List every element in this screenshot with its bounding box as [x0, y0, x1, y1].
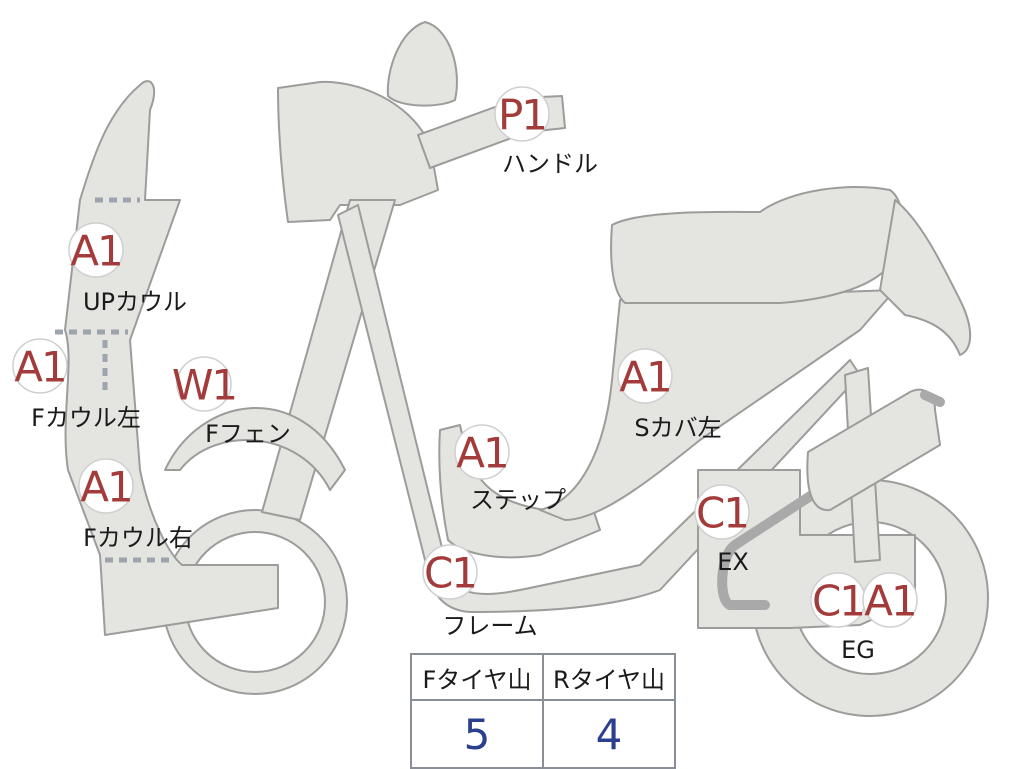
- rear-tire-value: 4: [542, 699, 676, 769]
- badge-circle: [78, 458, 134, 514]
- badge-circle: [176, 356, 232, 412]
- tail-cowl: [879, 199, 972, 356]
- badge-circle: [422, 544, 478, 600]
- badge-circle: [12, 338, 68, 394]
- part-label: フレーム: [442, 612, 537, 640]
- badge-step: A1 ステップ: [454, 424, 566, 514]
- badge-code: A1: [864, 577, 915, 626]
- badge-code: W1: [172, 361, 236, 410]
- front-tire-header: Fタイヤ山: [410, 653, 544, 701]
- muffler-tip: [920, 390, 945, 407]
- badge-circle: [617, 348, 673, 404]
- part-label: ハンドル: [502, 150, 598, 178]
- badge-circle: [862, 572, 918, 628]
- badge-code: A1: [619, 353, 670, 402]
- badge-code: C1: [424, 549, 476, 598]
- side-cover: [539, 289, 896, 521]
- part-label: Fカウル右: [83, 524, 193, 552]
- rear-tire-header: Rタイヤ山: [542, 653, 676, 701]
- windscreen: [386, 21, 458, 107]
- part-label: EX: [717, 548, 749, 576]
- damage-badges: A1UPカウルA1Fカウル左A1Fカウル右W1FフェンP1ハンドルA1ステップA…: [12, 86, 918, 664]
- badge-code: A1: [14, 343, 65, 392]
- badge-frame: C1 フレーム: [422, 544, 538, 640]
- headlight: [277, 80, 439, 223]
- tire-tread-table: Fタイヤ山 Rタイヤ山 5 4: [410, 653, 676, 769]
- badge-code: P1: [498, 91, 546, 140]
- part-label: Fカウル左: [31, 404, 141, 432]
- part-label: ステップ: [470, 486, 566, 514]
- exhaust-pipe: [717, 490, 817, 610]
- badge-code: A1: [456, 429, 507, 478]
- badge-code: A1: [70, 227, 121, 276]
- badge-code: C1: [696, 489, 748, 538]
- badge-circle: [454, 424, 510, 480]
- badge-handle: P1 ハンドル: [494, 86, 598, 178]
- part-label: Sカバ左: [634, 414, 721, 442]
- badge-code: A1: [80, 463, 131, 512]
- seat: [610, 185, 905, 304]
- badge-circle: [68, 222, 124, 278]
- part-label: UPカウル: [83, 288, 187, 316]
- front-fender: [164, 407, 346, 491]
- part-label: EG: [841, 636, 875, 664]
- badge-circle: [494, 86, 550, 142]
- badge-code: C1: [812, 577, 864, 626]
- badge-engine-a: A1: [862, 572, 918, 628]
- part-label: Fフェン: [205, 420, 291, 448]
- front-tire-value: 5: [410, 699, 544, 769]
- badge-circle: [694, 484, 750, 540]
- muffler: [806, 388, 941, 512]
